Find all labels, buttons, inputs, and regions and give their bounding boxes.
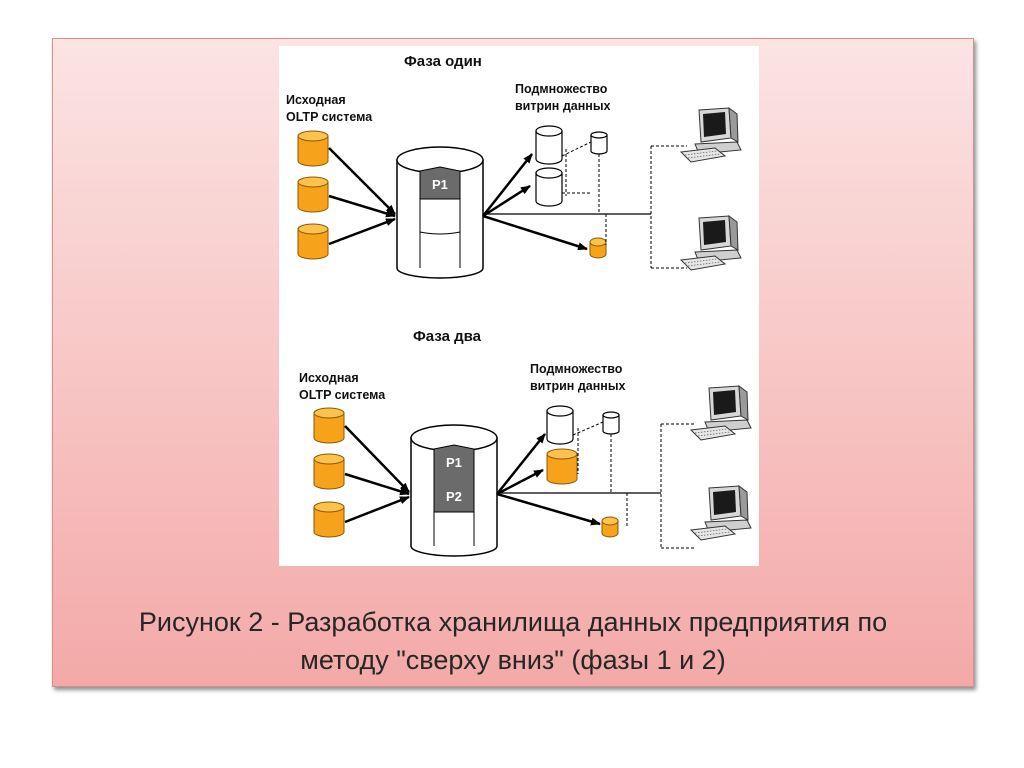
slide-caption: Рисунок 2 - Разработка хранилища данных … — [52, 603, 974, 679]
phase-two-marts-label-line1: Подмножество — [530, 362, 623, 376]
phase-one-marts-label-line2: витрин данных — [515, 99, 610, 113]
warehouse-cylinder-icon — [396, 146, 484, 279]
phase-two-partition-p2-label: P2 — [446, 489, 462, 504]
arrow-icon — [328, 194, 396, 218]
phase-two-source-label-line2: OLTP система — [299, 388, 386, 402]
phase-two-group: Фаза два Исходная OLTP система Подмножес… — [299, 328, 752, 557]
arrow-icon — [496, 433, 546, 495]
phase-two-marts-label-line2: витрин данных — [530, 379, 625, 393]
phase-two-source-label-line1: Исходная — [299, 371, 359, 385]
phase-two-title: Фаза два — [413, 328, 482, 345]
oltp-source-cylinder-icon — [297, 223, 329, 260]
data-mart-small-cylinder-icon — [590, 131, 608, 155]
computer-workstation-icon — [680, 107, 742, 163]
arrow-icon — [344, 495, 410, 524]
phase-one-source-label-line2: OLTP система — [286, 110, 373, 124]
warehouse-cylinder-icon — [410, 424, 498, 557]
data-mart-orange-cylinder-icon — [589, 237, 607, 259]
oltp-source-cylinder-icon — [313, 407, 345, 444]
data-mart-orange-cylinder-icon — [546, 448, 578, 485]
arrow-icon — [482, 184, 531, 218]
arrow-icon — [328, 147, 396, 215]
oltp-source-cylinder-icon — [297, 176, 329, 213]
data-mart-cylinder-icon — [535, 125, 563, 165]
oltp-source-cylinder-icon — [313, 501, 345, 538]
oltp-source-cylinder-icon — [313, 453, 345, 490]
data-mart-cylinder-icon — [546, 405, 574, 445]
phase-one-title: Фаза один — [404, 53, 482, 70]
phase-one-marts-label-line1: Подмножество — [515, 82, 608, 96]
network-lines — [497, 421, 695, 549]
arrow-icon — [344, 472, 410, 496]
diagram-figure: Фаза один Исходная OLTP система Подмноже… — [279, 46, 759, 566]
oltp-source-cylinder-icon — [297, 130, 329, 167]
caption-line-2: методу "сверху вниз" (фазы 1 и 2) — [300, 645, 726, 675]
data-mart-orange-cylinder-icon — [601, 516, 619, 538]
arrow-icon — [482, 214, 588, 251]
phase-one-partition-p1-label: P1 — [432, 177, 448, 192]
data-mart-small-cylinder-icon — [602, 411, 620, 435]
arrow-icon — [482, 153, 533, 217]
computer-workstation-icon — [680, 215, 742, 271]
computer-workstation-icon — [690, 385, 752, 441]
phase-one-source-label-line1: Исходная — [286, 93, 346, 107]
data-mart-cylinder-icon — [535, 167, 563, 207]
arrow-icon — [344, 425, 410, 493]
caption-line-1: Рисунок 2 - Разработка хранилища данных … — [138, 607, 888, 637]
arrow-icon — [496, 468, 544, 496]
arrow-icon — [496, 492, 601, 526]
arrow-icon — [328, 217, 396, 246]
phase-two-partition-p1-label: P1 — [446, 455, 462, 470]
computer-workstation-icon — [690, 485, 752, 541]
phase-one-group: Фаза один Исходная OLTP система Подмноже… — [286, 53, 742, 279]
